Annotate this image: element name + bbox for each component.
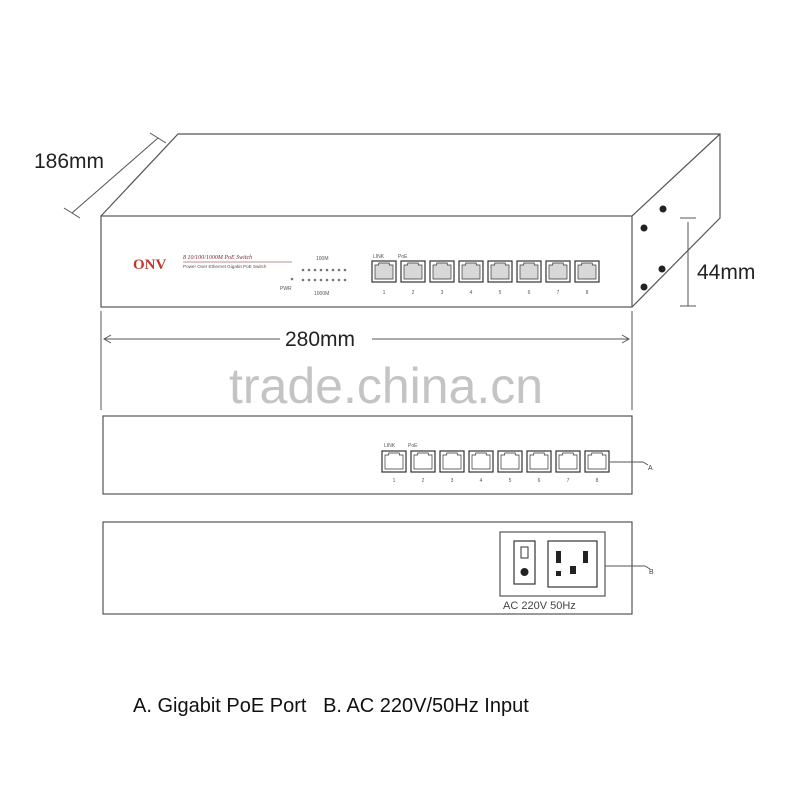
led-icon [337, 268, 341, 272]
rj45-port-icon [487, 260, 513, 283]
depth-dimension [63, 132, 167, 219]
rj45-port-icon [545, 260, 571, 283]
rj45-port-icon [458, 260, 484, 283]
led-icon [319, 278, 323, 282]
front-link-label: LINK [384, 443, 396, 449]
rj45-port-icon [497, 450, 523, 473]
led-icon [301, 268, 305, 272]
port-number: 4 [480, 478, 483, 484]
pwr-led-icon [290, 277, 294, 281]
rj45-port-icon [468, 450, 494, 473]
port-number: 3 [441, 290, 444, 296]
rj45-port-icon [574, 260, 600, 283]
led-icon [343, 268, 347, 272]
rj45-port-icon [371, 260, 397, 283]
caption: A. Gigabit PoE Port B. AC 220V/50Hz Inpu… [133, 695, 529, 717]
led-icon [325, 268, 329, 272]
port-number: 6 [528, 290, 531, 296]
power-module [499, 531, 606, 597]
led-icon [331, 278, 335, 282]
callout-a-label: A [648, 465, 653, 472]
brand-logo: ONV [133, 257, 167, 273]
rj45-port-icon [555, 450, 581, 473]
width-dimension [100, 311, 633, 410]
led-icon [337, 278, 341, 282]
front-panel: ONV 8 10/100/1000M PoE Switch Power Over… [133, 254, 600, 297]
port-number: 5 [509, 478, 512, 484]
height-dimension [680, 217, 696, 307]
callout-a-line [610, 461, 649, 466]
port-number: 1 [383, 290, 386, 296]
side-screws [640, 205, 667, 291]
panel-poe-label: PoE [398, 254, 408, 260]
power-rating-label: AC 220V 50Hz [503, 600, 576, 612]
port-number: 8 [596, 478, 599, 484]
callout-b-label: B [649, 569, 654, 576]
panel-subtitle: Power Over Ethernet Gigabit PoE Switch [183, 264, 267, 269]
led-icon [313, 278, 317, 282]
rj45-port-icon [584, 450, 610, 473]
led-icon [307, 278, 311, 282]
port-number: 8 [586, 290, 589, 296]
status-leds [301, 268, 347, 282]
front-view: LINK PoE 1 2 3 4 5 6 7 8 A [102, 415, 653, 495]
port-number: 3 [451, 478, 454, 484]
rear-view: AC 220V 50Hz B [102, 521, 654, 615]
switch-box-3d [100, 133, 721, 308]
led-label-1000m: 1000M [314, 291, 329, 297]
power-socket-icon [547, 540, 598, 588]
height-label: 44mm [697, 261, 755, 284]
port-number: 7 [567, 478, 570, 484]
led-icon [331, 268, 335, 272]
port-number: 2 [422, 478, 425, 484]
rj45-port-icon [516, 260, 542, 283]
led-icon [313, 268, 317, 272]
led-label-100m: 100M [316, 256, 329, 262]
rj45-port-icon [526, 450, 552, 473]
led-icon [343, 278, 347, 282]
power-switch-icon [513, 540, 536, 585]
led-icon [325, 278, 329, 282]
panel-ports: 1 2 3 4 5 6 7 8 [371, 260, 600, 296]
front-ports: 1 2 3 4 5 6 7 8 [381, 450, 610, 484]
port-number: 6 [538, 478, 541, 484]
watermark: trade.china.cn [229, 358, 543, 414]
led-icon [319, 268, 323, 272]
callout-b-line [605, 565, 651, 570]
rj45-port-icon [429, 260, 455, 283]
rj45-port-icon [410, 450, 436, 473]
rj45-port-icon [439, 450, 465, 473]
port-number: 5 [499, 290, 502, 296]
port-number: 2 [412, 290, 415, 296]
rj45-port-icon [400, 260, 426, 283]
front-poe-label: PoE [408, 443, 418, 449]
panel-title: 8 10/100/1000M PoE Switch [183, 255, 252, 261]
port-number: 4 [470, 290, 473, 296]
panel-link-label: LINK [373, 254, 385, 260]
width-label: 280mm [285, 328, 355, 351]
led-icon [301, 278, 305, 282]
depth-label: 186mm [34, 150, 104, 173]
port-number: 7 [557, 290, 560, 296]
pwr-label: PWR [280, 286, 292, 292]
led-icon [307, 268, 311, 272]
rj45-port-icon [381, 450, 407, 473]
port-number: 1 [393, 478, 396, 484]
